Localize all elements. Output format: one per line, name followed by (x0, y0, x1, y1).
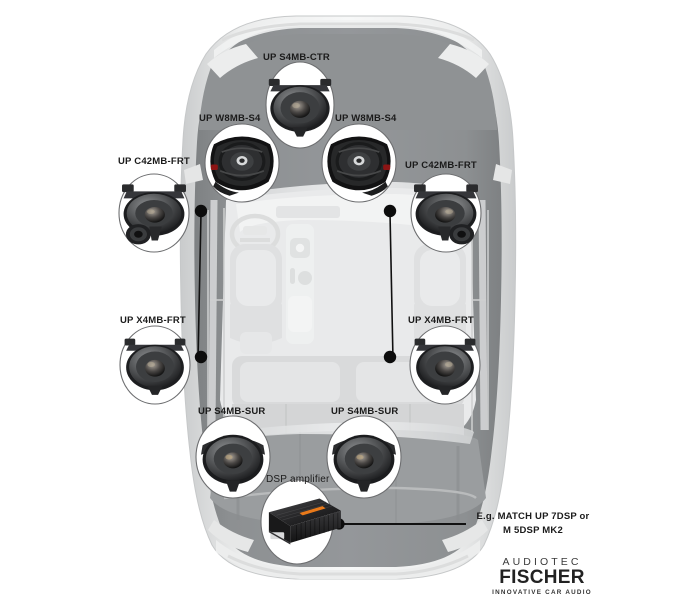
dot-front-right-door (383, 204, 397, 218)
callout-dsp-amplifier[interactable] (260, 479, 342, 565)
dot-rear-left-door (194, 350, 208, 364)
callout-c42mb-right[interactable] (410, 173, 482, 253)
front-seats (230, 244, 466, 354)
callout-center-speaker[interactable] (265, 61, 335, 149)
callout-w8mb-right[interactable] (321, 123, 397, 203)
callout-s4mb-sur-left[interactable] (195, 415, 271, 499)
callout-w8mb-left[interactable] (204, 123, 280, 203)
label-amp-example: E.g. MATCH UP 7DSP or M 5DSP MK2 (476, 510, 590, 538)
leader-right-sill (389, 212, 394, 361)
callout-c42mb-left[interactable] (118, 173, 190, 253)
label-c42mb-left: UP C42MB-FRT (118, 156, 190, 167)
leader-lines (197, 212, 466, 525)
callout-x4mb-right[interactable] (409, 325, 481, 405)
logo-line-fischer: FISCHER (499, 567, 585, 588)
leader-left-sill (197, 212, 202, 361)
label-amp-example-line2: M 5DSP MK2 (503, 525, 563, 536)
label-amp-example-line1: E.g. MATCH UP 7DSP or (476, 511, 590, 522)
callout-s4mb-sur-right[interactable] (326, 415, 402, 499)
logo-line-audiotec: AUDIOTEC (502, 556, 582, 568)
audiotec-fischer-logo: AUDIOTEC FISCHER INNOVATIVE CAR AUDIO (487, 556, 597, 597)
logo-tagline: INNOVATIVE CAR AUDIO (492, 589, 592, 596)
label-s4mb-sur-right: UP S4MB-SUR (331, 406, 399, 417)
callout-x4mb-left[interactable] (119, 325, 191, 405)
label-dsp-amplifier: DSP amplifier (266, 474, 330, 485)
label-center-speaker: UP S4MB-CTR (263, 52, 330, 63)
dot-rear-right-door (383, 350, 397, 364)
label-x4mb-right: UP X4MB-FRT (408, 315, 474, 326)
label-w8mb-right: UP W8MB-S4 (335, 113, 397, 124)
dot-front-left-door (194, 204, 208, 218)
label-w8mb-left: UP W8MB-S4 (199, 113, 261, 124)
label-x4mb-left: UP X4MB-FRT (120, 315, 186, 326)
label-c42mb-right: UP C42MB-FRT (405, 160, 477, 171)
label-s4mb-sur-left: UP S4MB-SUR (198, 406, 266, 417)
